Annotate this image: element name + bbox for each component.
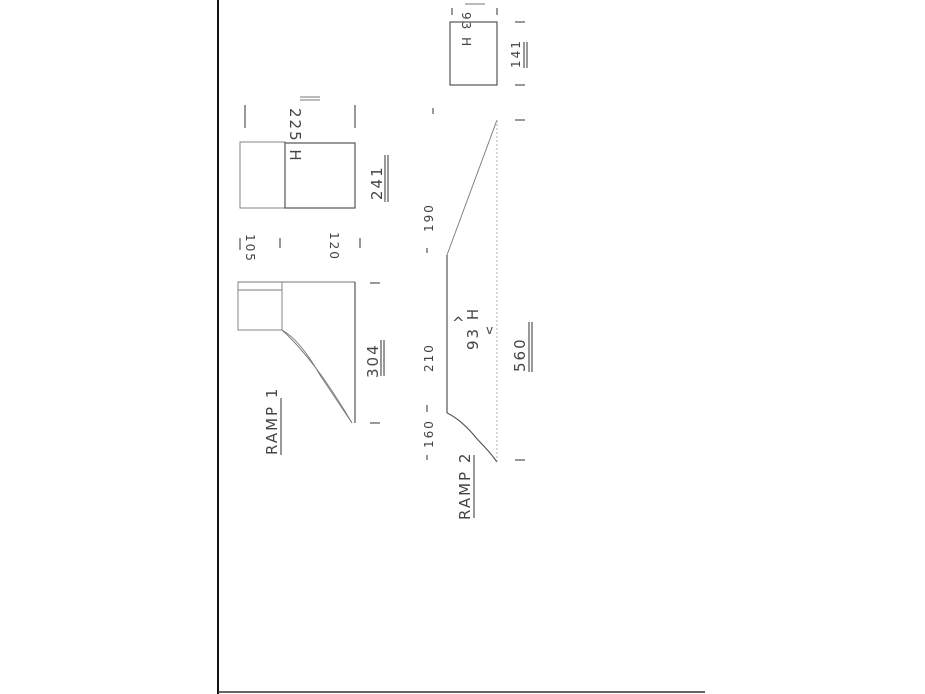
ramp2-arrow-top: ^ (452, 314, 467, 332)
ramp2-seg1-label: 160 (422, 419, 436, 448)
block2-width-label: 141 (509, 39, 523, 68)
ramp1-part-b-label: 120 (327, 232, 341, 261)
ramp2-length-label: 560 (511, 337, 529, 372)
block1-width-label: 241 (368, 165, 386, 200)
block2-drawing: 93 H 141 (449, 3, 528, 86)
block1-drawing: 225 H 241 (239, 96, 389, 209)
ramp1-title: RAMP 1 (263, 387, 281, 455)
ramp1-part-a-label: 105 (243, 234, 257, 263)
block1-hatched-area (239, 141, 286, 209)
block1-height-label: 225 H (286, 108, 304, 163)
ramp2-seg2-label: 210 (422, 343, 436, 372)
block2-height-label: 93 H (459, 12, 473, 48)
block2-outline (449, 21, 498, 86)
ramp1-hatched-area (237, 281, 283, 331)
ramp2-arrow-bottom: v (486, 323, 495, 337)
block1-outline (284, 142, 356, 209)
ramp2-drawing: 190 210 160 ^ 93 H v 560 RAMP 2 (422, 108, 533, 520)
ramp1-segment-dims: 105 120 (239, 232, 361, 263)
ramp1-drawing: 304 RAMP 1 (237, 281, 385, 455)
ramp2-seg3-label: 190 (422, 203, 436, 232)
ramp2-title: RAMP 2 (456, 452, 474, 520)
ramp2-height-label: 93 H (464, 307, 482, 350)
ramp1-length-label: 304 (364, 343, 382, 378)
